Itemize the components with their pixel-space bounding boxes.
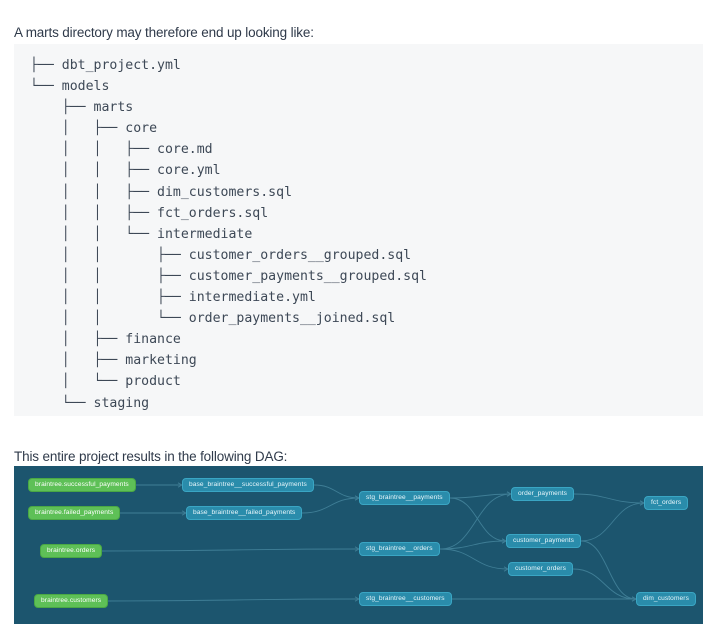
dag-node-base-braintree--successful-payments[interactable]: base_braintree__successful_payments — [182, 478, 314, 492]
dag-diagram[interactable]: braintree.successful_payments braintree.f… — [14, 466, 703, 624]
dag-node-fct-orders[interactable]: fct_orders — [644, 496, 689, 510]
dag-paragraph: This entire project results in the follo… — [14, 448, 288, 464]
dag-node-stg-braintree--orders[interactable]: stg_braintree__orders — [359, 542, 440, 556]
dag-edge — [449, 493, 512, 499]
dag-node-braintree-orders[interactable]: braintree.orders — [40, 544, 103, 558]
dag-edge — [301, 497, 360, 514]
dag-edge — [573, 493, 645, 504]
dag-edge — [439, 493, 512, 550]
dag-node-customer-payments[interactable]: customer_payments — [506, 534, 582, 548]
dag-edge — [580, 540, 637, 600]
dag-edge — [449, 497, 507, 542]
intro-paragraph: A marts directory may therefore end up l… — [14, 24, 314, 40]
directory-tree-text: ├── dbt_project.yml └── models ├── marts… — [30, 58, 427, 411]
dag-edge — [313, 484, 360, 499]
dag-node-base-braintree--failed-payments[interactable]: base_braintree__failed_payments — [186, 506, 303, 520]
dag-edge-layer — [101, 482, 645, 602]
dag-edge — [439, 540, 507, 550]
dag-edge — [572, 568, 637, 600]
dag-edge — [580, 502, 645, 542]
directory-tree-code-block: ├── dbt_project.yml └── models ├── marts… — [14, 44, 703, 416]
dag-node-order-payments[interactable]: order_payments — [511, 487, 575, 501]
dag-edge — [101, 548, 360, 552]
dag-node-braintree-failed-payments[interactable]: braintree.failed_payments — [28, 506, 121, 520]
dag-node-braintree-successful-payments[interactable]: braintree.successful_payments — [28, 478, 136, 492]
dag-node-dim-customers[interactable]: dim_customers — [636, 592, 697, 606]
dag-edge — [439, 548, 509, 570]
dag-node-stg-braintree--payments[interactable]: stg_braintree__payments — [359, 491, 450, 505]
dag-node-customer-orders[interactable]: customer_orders — [508, 562, 573, 576]
dag-node-stg-braintree--customers[interactable]: stg_braintree__customers — [359, 592, 452, 606]
dag-edge — [107, 598, 360, 602]
dag-node-braintree-customers[interactable]: braintree.customers — [34, 594, 109, 608]
